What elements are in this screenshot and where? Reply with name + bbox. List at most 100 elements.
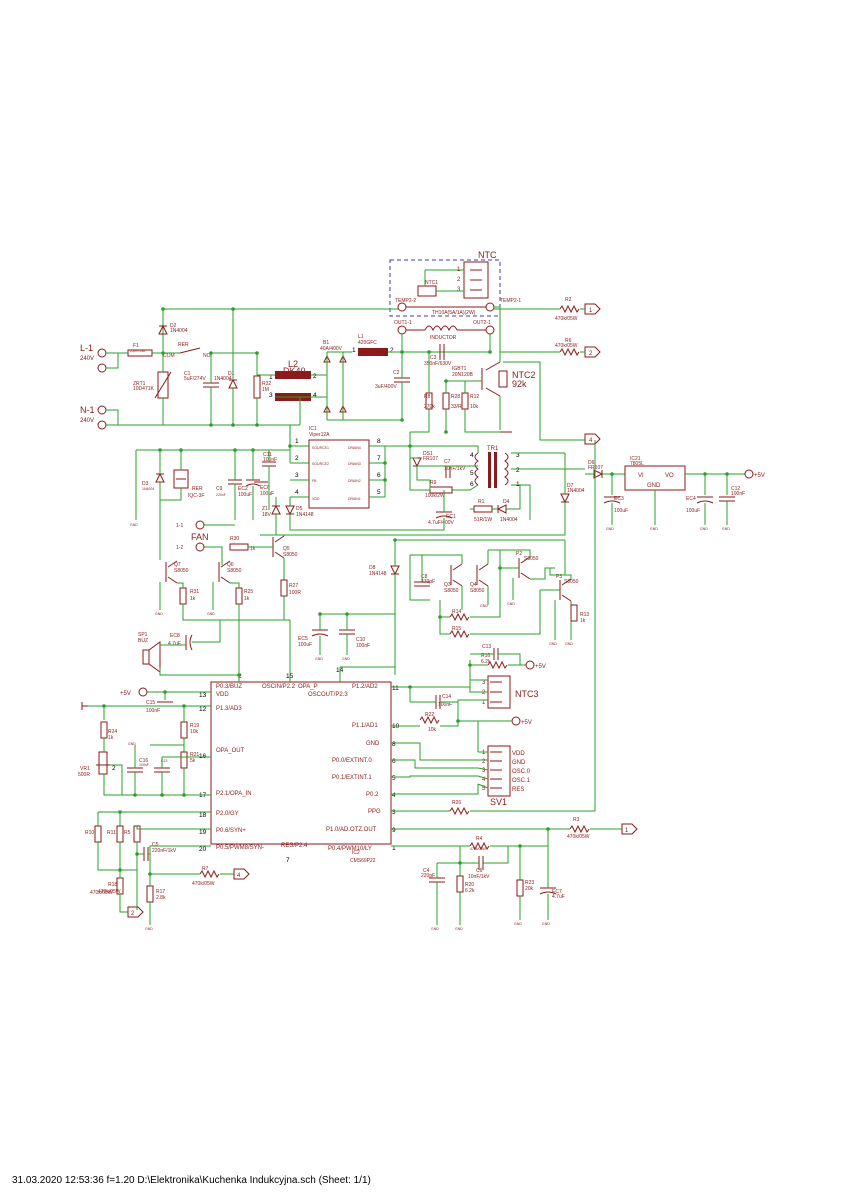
vr1: VR1 500R 2 [78,751,116,778]
svg-text:IC1: IC1 [309,426,317,432]
th-label: TH10A(5A/1A)(2W) [432,310,476,316]
svg-text:1: 1 [625,828,629,834]
svg-text:GND: GND [722,527,730,531]
plus5-upper: +5V [535,664,546,670]
svg-text:1-2: 1-2 [176,545,183,551]
r24: R24 1k [100,721,117,741]
svg-text:R24: R24 [108,729,117,735]
r5: R5 470k/05W [98,825,141,895]
svg-text:2: 2 [238,673,242,680]
footer-status: 31.03.2020 12:53:36 f=1.20 D:\Elektronik… [12,1175,371,1186]
svg-text:33/R: 33/R [451,404,462,410]
d4: D4 1N4004 [496,499,518,523]
svg-text:GND: GND [549,642,557,646]
svg-text:1N4148: 1N4148 [296,512,314,518]
svg-text:470k/05W: 470k/05W [567,834,590,840]
svg-text:3: 3 [516,452,520,459]
svg-text:R5: R5 [124,830,131,836]
svg-text:R3: R3 [573,817,580,823]
svg-text:2: 2 [112,765,116,772]
c15: C15 100nF [146,700,173,714]
svg-text:GND: GND [650,527,658,531]
svg-text:R25: R25 [244,589,253,595]
svg-text:GND: GND [315,657,323,661]
svg-text:VO: VO [665,473,674,479]
svg-text:D6: D6 [588,460,595,466]
svg-text:2: 2 [589,351,593,357]
svg-text:5: 5 [482,786,486,792]
plus5-left: +5V [120,691,131,697]
svg-text:R2: R2 [565,297,572,303]
zrt1: ZRT1 10D471K [133,371,172,399]
svg-text:GND: GND [431,927,439,931]
svg-text:R18: R18 [108,882,117,888]
n1-label: N-1 [80,405,95,415]
svg-text:C11: C11 [263,452,272,458]
svg-text:100nF: 100nF [731,491,745,497]
r13: R13 1k [570,604,589,624]
svg-text:R19: R19 [190,723,199,729]
r10: R10 [85,825,102,843]
svg-text:P2.0/GY: P2.0/GY [216,811,239,817]
l2-dk40: L2 DK40 1 2 3 4 [269,359,317,401]
svg-text:P0.3/BUZ: P0.3/BUZ [216,684,242,690]
svg-text:2: 2 [313,373,317,380]
svg-text:P0.4/PWM10/LY: P0.4/PWM10/LY [328,846,372,852]
svg-text:1k: 1k [250,546,256,552]
flag-1-top: 1 [584,303,601,315]
svg-text:GND: GND [512,760,526,766]
svg-text:100R: 100R [289,590,301,596]
svg-text:D7: D7 [567,483,574,489]
out1-label: OUT1-1 [394,320,412,326]
ec6: EC6 100uF [254,481,274,497]
svg-text:10k: 10k [470,404,479,410]
svg-text:10nF/1kV: 10nF/1kV [444,466,466,472]
svg-text:100uF: 100uF [298,642,312,648]
svg-text:B1: B1 [323,340,329,346]
c12: C12 100nF [719,486,745,502]
svg-text:1k: 1k [190,596,196,602]
svg-text:100nF: 100nF [356,643,370,649]
svg-text:C13: C13 [482,644,491,650]
svg-text:R30: R30 [230,536,239,542]
svg-text:2: 2 [482,690,486,696]
svg-text:D8: D8 [369,565,376,571]
svg-text:R16: R16 [481,653,490,659]
svg-text:EC1: EC1 [446,514,456,520]
svg-text:DRAIN4: DRAIN4 [348,446,361,450]
r22: R22 10k [419,712,440,733]
svg-text:R23: R23 [525,880,534,886]
svg-text:100nF: 100nF [438,702,452,708]
svg-text:NTC3: NTC3 [515,689,539,699]
svg-text:GND: GND [366,741,380,747]
ntc-pin-2: 2 [457,277,461,283]
svg-text:C5: C5 [152,842,159,848]
svg-text:51R/1W: 51R/1W [474,517,492,523]
c5: C5 220nF/1kV [143,842,177,861]
svg-text:R4: R4 [476,836,483,842]
ec3: EC3 100uF [603,496,628,514]
svg-text:GND: GND [700,527,708,531]
svg-text:R26: R26 [452,800,461,806]
svg-text:R31: R31 [190,589,199,595]
svg-text:DRAIN1: DRAIN1 [348,497,361,501]
c6: C6 10nF/1kV [468,856,490,880]
tr1: TR1 4 5 6 3 2 1 [470,446,520,488]
svg-text:R22: R22 [425,712,434,718]
svg-text:S8050: S8050 [524,556,539,562]
flag-1-bottom: 1 [621,823,638,835]
svg-text:R15: R15 [452,626,461,632]
svg-text:P1.0/AD.OTZ.OUT: P1.0/AD.OTZ.OUT [326,827,377,833]
svg-text:100nF: 100nF [263,457,277,463]
c4: C4 220pF [421,868,445,883]
svg-text:10k: 10k [190,729,199,735]
svg-text:OSC.1: OSC.1 [512,778,531,784]
svg-text:20N120B: 20N120B [452,372,474,378]
svg-text:P0.0/EXTINT.0: P0.0/EXTINT.0 [332,758,372,764]
ec8: EC8 4.7uF [168,633,193,651]
svg-text:470k/05W: 470k/05W [555,316,578,322]
r31: R31 1k [179,587,199,605]
svg-text:100uF: 100uF [686,508,700,514]
svg-text:4: 4 [470,452,474,459]
svg-text:DK40: DK40 [283,366,306,376]
